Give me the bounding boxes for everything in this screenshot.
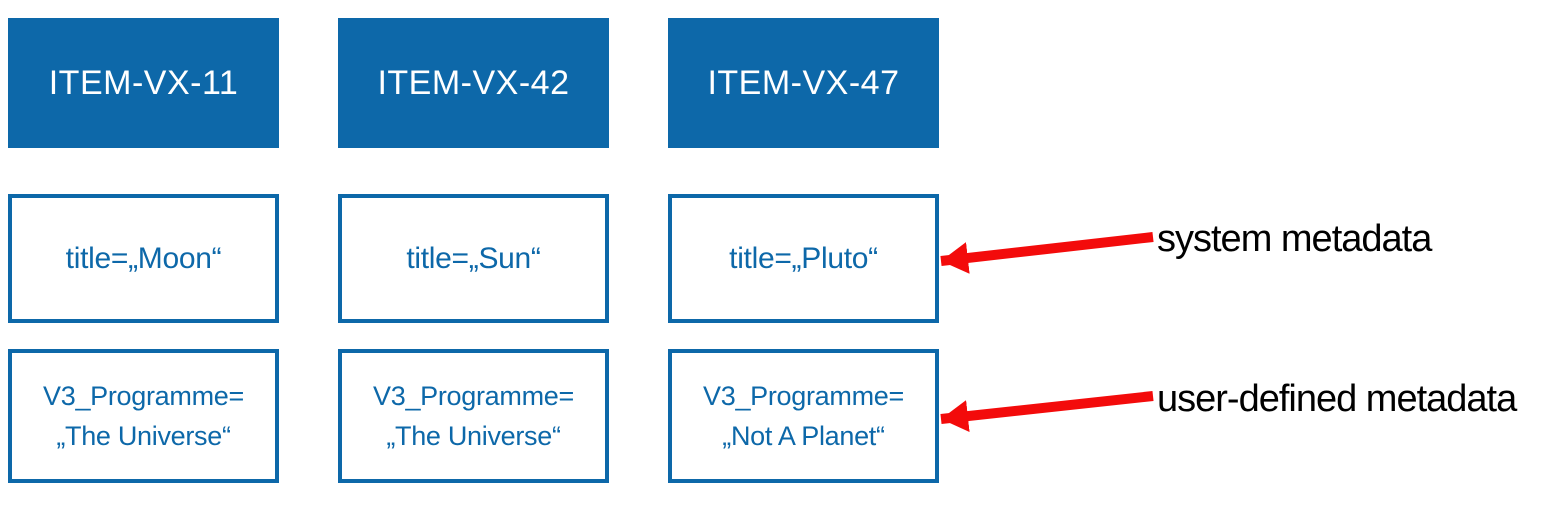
user-metadata-key: V3_Programme=	[703, 381, 904, 411]
system-metadata-value: title=„Moon“	[65, 241, 222, 275]
user-defined-metadata-label: user-defined metadata	[1157, 378, 1517, 420]
user-metadata-box: V3_Programme= „The Universe“	[338, 349, 609, 483]
item-id-label: ITEM-VX-47	[707, 63, 900, 102]
item-column-2: ITEM-VX-42 title=„Sun“ V3_Programme= „Th…	[338, 0, 609, 528]
item-id-label: ITEM-VX-11	[48, 63, 239, 102]
system-metadata-value: title=„Pluto“	[729, 241, 878, 275]
system-metadata-box: title=„Sun“	[338, 194, 609, 323]
system-metadata-box: title=„Pluto“	[668, 194, 939, 323]
item-column-3: ITEM-VX-47 title=„Pluto“ V3_Programme= „…	[668, 0, 939, 528]
user-metadata-arrow	[940, 391, 1154, 432]
system-metadata-box: title=„Moon“	[8, 194, 279, 323]
item-id-box: ITEM-VX-47	[668, 18, 939, 148]
item-column-1: ITEM-VX-11 title=„Moon“ V3_Programme= „T…	[8, 0, 279, 528]
item-id-label: ITEM-VX-42	[377, 63, 570, 102]
item-id-box: ITEM-VX-42	[338, 18, 609, 148]
item-id-box: ITEM-VX-11	[8, 18, 279, 148]
user-metadata-value: „The Universe“	[56, 421, 231, 451]
user-metadata-key: V3_Programme=	[43, 381, 244, 411]
user-metadata-box: V3_Programme= „Not A Planet“	[668, 349, 939, 483]
system-metadata-value: title=„Sun“	[406, 241, 541, 275]
system-metadata-label: system metadata	[1157, 218, 1432, 260]
user-metadata-value: „The Universe“	[386, 421, 561, 451]
system-metadata-arrow	[940, 232, 1154, 274]
user-metadata-value: „Not A Planet“	[722, 421, 885, 451]
user-metadata-key: V3_Programme=	[373, 381, 574, 411]
user-metadata-box: V3_Programme= „The Universe“	[8, 349, 279, 483]
